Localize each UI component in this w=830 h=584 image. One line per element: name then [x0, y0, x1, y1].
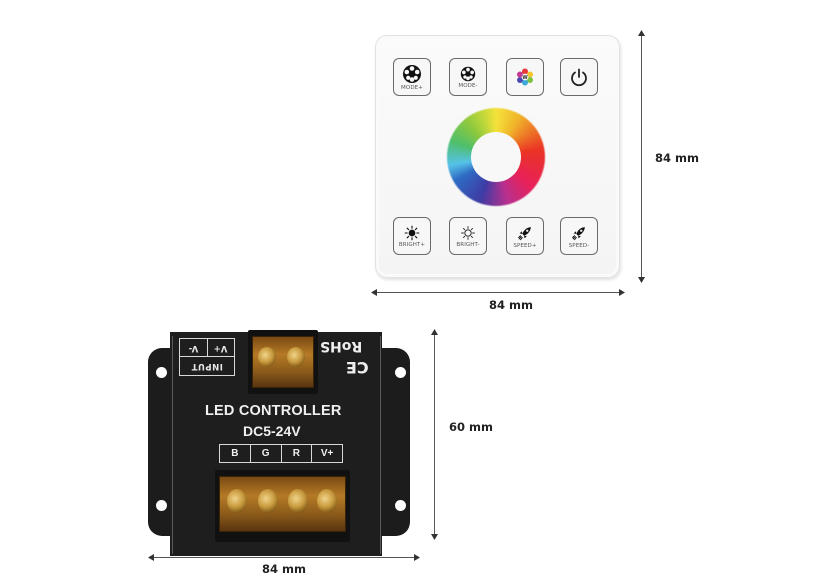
- controller-width-label: 84 mm: [262, 562, 306, 576]
- input-v-minus-label: V-: [188, 343, 199, 353]
- sun-filled-icon: [404, 225, 420, 240]
- terminal-screw[interactable]: [288, 489, 308, 513]
- mounting-hole: [395, 500, 406, 511]
- output-r-label: R: [282, 445, 313, 462]
- controller-title: LED CONTROLLER: [205, 403, 342, 419]
- output-b-label: B: [220, 445, 251, 462]
- arrow-down-icon: [431, 534, 438, 540]
- arrow-left-icon: [148, 554, 154, 561]
- power-icon: [571, 68, 587, 87]
- arrow-right-icon: [414, 554, 420, 561]
- speed-plus-label: SPEED+: [513, 242, 537, 249]
- controller-height-dimension-line: [434, 332, 435, 537]
- mounting-hole: [156, 500, 167, 511]
- case-seam: [172, 336, 173, 554]
- output-g-label: G: [251, 445, 282, 462]
- mounting-hole: [395, 367, 406, 378]
- mounting-hole: [156, 367, 167, 378]
- rocket-icon: [518, 226, 531, 240]
- arrow-up-icon: [431, 329, 438, 335]
- film-reel-small-icon: [460, 66, 476, 81]
- sun-outline-icon: [461, 225, 475, 240]
- terminal-screw[interactable]: [287, 347, 305, 367]
- terminal-screw[interactable]: [317, 489, 337, 513]
- terminal-screw[interactable]: [258, 489, 278, 513]
- output-vplus-label: V+: [320, 448, 334, 459]
- output-terminal-label-box: B G R V+: [219, 444, 343, 463]
- arrow-left-icon: [371, 289, 377, 296]
- bright-minus-label: BRIGHT-: [456, 241, 480, 248]
- mode-minus-button[interactable]: MODE-: [449, 58, 487, 96]
- panel-height-label: 84 mm: [655, 151, 699, 165]
- input-label: INPUT: [191, 361, 223, 371]
- speed-minus-button[interactable]: SPEED-: [560, 217, 598, 255]
- panel-height-dimension-line: [641, 33, 642, 280]
- input-terminal-label-box: V- V+ INPUT: [179, 338, 235, 376]
- terminal-screw[interactable]: [258, 347, 276, 367]
- speed-plus-button[interactable]: SPEED+: [506, 217, 544, 255]
- controller-voltage: DC5-24V: [243, 423, 301, 439]
- arrow-up-icon: [638, 30, 645, 36]
- arrow-down-icon: [638, 277, 645, 283]
- bright-plus-label: BRIGHT+: [398, 241, 426, 248]
- color-wheel-center: [471, 132, 521, 182]
- rohs-mark: RoHS: [320, 338, 363, 354]
- film-reel-icon: [403, 64, 421, 83]
- controller-height-label: 60 mm: [449, 420, 493, 434]
- color-white-wheel-icon: W: [517, 68, 533, 86]
- power-button[interactable]: [560, 58, 598, 96]
- case-seam: [380, 336, 381, 554]
- terminal-screw[interactable]: [227, 489, 247, 513]
- rocket-icon: [572, 226, 585, 240]
- mode-plus-button[interactable]: MODE+: [393, 58, 431, 96]
- color-white-button[interactable]: W: [506, 58, 544, 96]
- panel-width-label: 84 mm: [489, 298, 533, 312]
- speed-minus-label: SPEED-: [568, 242, 590, 249]
- ce-mark: CE: [346, 358, 369, 377]
- mode-plus-label: MODE+: [401, 84, 423, 91]
- bright-plus-button[interactable]: BRIGHT+: [393, 217, 431, 255]
- arrow-right-icon: [619, 289, 625, 296]
- controller-width-dimension-line: [150, 557, 418, 558]
- mode-minus-label: MODE-: [458, 82, 478, 89]
- svg-text:W: W: [522, 75, 528, 81]
- bright-minus-button[interactable]: BRIGHT-: [449, 217, 487, 255]
- input-v-plus-label: V+: [213, 343, 228, 353]
- panel-width-dimension-line: [373, 292, 622, 293]
